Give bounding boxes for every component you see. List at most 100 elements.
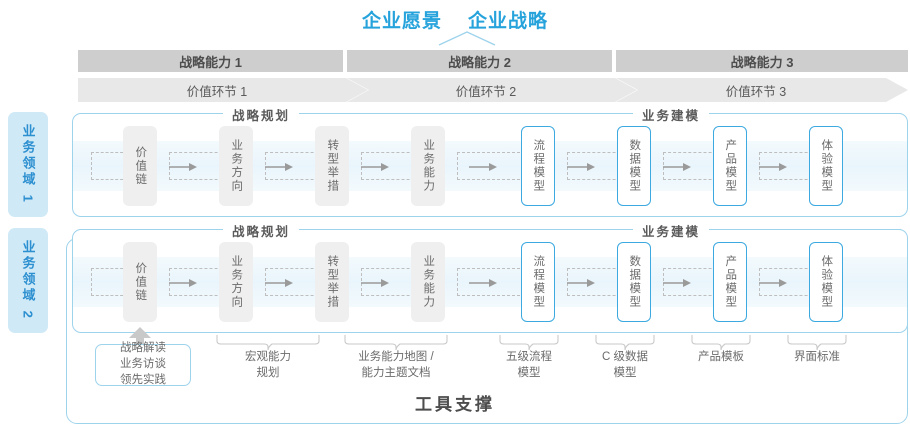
domain-label-1: 业务领域 1 <box>20 124 36 205</box>
tool-label-line2: 能力主题文档 <box>361 366 431 379</box>
tool-label-line1: 五级流程 <box>506 351 552 363</box>
domain-row-2: 战略规划 业务建模 价值链 业务方向 转型举措 业务能力 流程模型 数据模型 产… <box>72 221 908 333</box>
flow-arrow-icon <box>361 279 389 287</box>
domain-row-1: 战略规划 业务建模 价值链 业务方向 转型举措 业务能力 流程模型 数据模型 产… <box>72 105 908 217</box>
tool-bracket-icon-3 <box>499 335 559 351</box>
flow-arrow-icon <box>265 279 293 287</box>
title-chevron-icon <box>438 31 496 46</box>
section-rule-mid-2 <box>319 229 389 230</box>
domain-label-2: 业务领域 2 <box>20 240 36 321</box>
step-label: 流程模型 <box>532 255 545 309</box>
page-title: 企业愿景 企业战略 <box>0 6 910 33</box>
step-label: 产品模型 <box>724 139 737 193</box>
domain-tag-1: 业务领域 1 <box>8 112 48 217</box>
section-title-planning-2: 战略规划 <box>223 221 300 240</box>
step-box-value-chain-2[interactable]: 价值链 <box>123 242 157 322</box>
flow-arrow-icon <box>361 163 389 171</box>
tool-line-3: 领先实践 <box>120 373 166 386</box>
step-label: 价值链 <box>134 261 147 303</box>
step-box-business-capability-1[interactable]: 业务能力 <box>411 126 445 206</box>
value-segment-label-3: 价值环节 3 <box>725 84 787 99</box>
title-strategy: 企业战略 <box>468 11 549 32</box>
step-box-product-model-2[interactable]: 产品模型 <box>713 242 747 322</box>
step-box-experience-model-2[interactable]: 体验模型 <box>809 242 843 322</box>
section-rule-right-1 <box>733 113 901 114</box>
tool-up-arrow-icon <box>129 327 151 349</box>
tool-label-line1: 业务能力地图 / <box>358 351 434 363</box>
tool-label-line1: 界面标准 <box>794 351 840 363</box>
capability-bar-1: 战略能力 1 <box>78 50 343 72</box>
step-label: 业务方向 <box>230 139 243 193</box>
section-rule-mid-1 <box>319 113 389 114</box>
tool-label-ui-standard: 界面标准 <box>779 350 855 366</box>
flow-arrow-icon <box>169 163 197 171</box>
flow-arrow-icon <box>759 279 787 287</box>
flow-arrow-icon <box>265 163 293 171</box>
footer-title: 工具支撑 <box>415 395 495 414</box>
capability-label-3: 战略能力 3 <box>730 54 794 70</box>
capability-label-2: 战略能力 2 <box>448 54 511 70</box>
step-box-business-capability-2[interactable]: 业务能力 <box>411 242 445 322</box>
step-label: 转型举措 <box>326 255 339 309</box>
section-title-modeling-2: 业务建模 <box>633 221 710 240</box>
step-label: 业务方向 <box>230 255 243 309</box>
flow-arrow-icon <box>663 163 691 171</box>
step-box-process-model-2[interactable]: 流程模型 <box>521 242 555 322</box>
capability-bar-2: 战略能力 2 <box>347 50 612 72</box>
step-box-value-chain-1[interactable]: 价值链 <box>123 126 157 206</box>
step-box-process-model-1[interactable]: 流程模型 <box>521 126 555 206</box>
flow-arrow-icon <box>663 279 691 287</box>
tool-bracket-icon-4 <box>595 335 655 351</box>
section-title-planning-1: 战略规划 <box>223 105 300 124</box>
tool-label-product-template: 产品模板 <box>683 350 759 366</box>
tool-bracket-icon-5 <box>691 335 751 351</box>
step-box-transformation-1[interactable]: 转型举措 <box>315 126 349 206</box>
tool-label-line1: 产品模板 <box>698 351 744 363</box>
section-rule-right-2 <box>733 229 901 230</box>
value-segment-label-1: 价值环节 1 <box>186 84 248 99</box>
tool-label-line1: 宏观能力 <box>245 351 291 363</box>
section-rule-mid2-1 <box>541 113 631 114</box>
tool-box-strategy-interpretation[interactable]: 战略解读 业务访谈 领先实践 <box>95 342 191 386</box>
tool-label-line2: 规划 <box>256 366 280 379</box>
flow-arrow-icon <box>567 163 595 171</box>
section-rule-left-1 <box>81 113 221 114</box>
flow-arrow-icon <box>169 279 197 287</box>
step-label: 产品模型 <box>724 255 737 309</box>
value-segment-1: 价值环节 1 <box>78 78 368 102</box>
step-box-data-model-1[interactable]: 数据模型 <box>617 126 651 206</box>
flow-arrow-icon <box>469 279 497 287</box>
step-label: 数据模型 <box>628 255 641 309</box>
step-label: 体验模型 <box>820 139 833 193</box>
tool-label-line1: C 级数据 <box>602 351 648 363</box>
step-box-product-model-1[interactable]: 产品模型 <box>713 126 747 206</box>
tool-label-capability-map: 业务能力地图 / 能力主题文档 <box>340 350 452 381</box>
tool-bracket-icon-2 <box>344 335 448 351</box>
tool-line-1: 战略解读 <box>120 342 166 355</box>
step-box-business-direction-1[interactable]: 业务方向 <box>219 126 253 206</box>
tool-label-c-level-data: C 级数据 模型 <box>587 350 663 381</box>
step-label: 数据模型 <box>628 139 641 193</box>
step-box-transformation-2[interactable]: 转型举措 <box>315 242 349 322</box>
step-box-business-direction-2[interactable]: 业务方向 <box>219 242 253 322</box>
flow-arrow-icon <box>469 163 497 171</box>
capability-bar-3: 战略能力 3 <box>616 50 908 72</box>
capability-label-1: 战略能力 1 <box>179 54 242 70</box>
tool-label-line2: 模型 <box>517 366 541 379</box>
step-label: 转型举措 <box>326 139 339 193</box>
section-title-modeling-1: 业务建模 <box>633 105 710 124</box>
flow-arrow-icon <box>567 279 595 287</box>
flow-arrow-icon <box>759 163 787 171</box>
step-label: 体验模型 <box>820 255 833 309</box>
step-label: 流程模型 <box>532 139 545 193</box>
step-label: 业务能力 <box>422 139 435 193</box>
section-rule-left-2 <box>81 229 221 230</box>
step-box-data-model-2[interactable]: 数据模型 <box>617 242 651 322</box>
title-vision: 企业愿景 <box>361 11 442 32</box>
tool-label-line2: 模型 <box>613 366 637 379</box>
value-segment-2: 价值环节 2 <box>347 78 637 102</box>
step-box-experience-model-1[interactable]: 体验模型 <box>809 126 843 206</box>
value-segment-label-2: 价值环节 2 <box>455 84 517 99</box>
tool-line-2: 业务访谈 <box>120 358 166 371</box>
